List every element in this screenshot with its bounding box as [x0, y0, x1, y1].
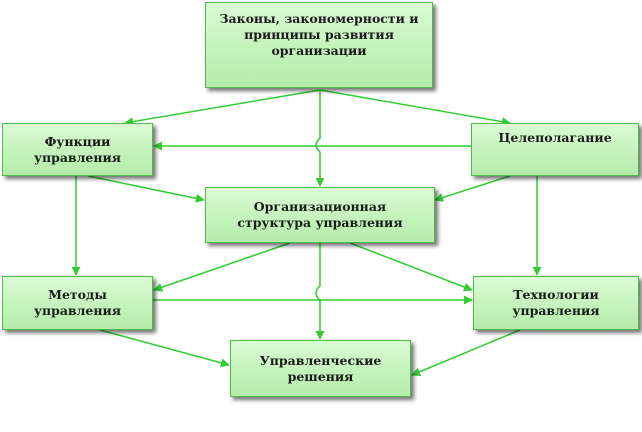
arrow-laws-to-goal-setting	[319, 89, 511, 127]
node-org-structure: Организационная структура управления	[205, 187, 435, 243]
node-technologies-label: Технологии управления	[512, 287, 600, 318]
arrow-org-to-methods	[153, 242, 291, 292]
arrow-org-to-decisions	[315, 243, 325, 340]
node-methods-label: Методы управления	[33, 287, 122, 318]
arrow-technologies-to-decisions	[411, 329, 521, 377]
node-org-structure-label: Организационная структура управления	[237, 199, 403, 230]
node-decisions-label: Управленческие решения	[259, 352, 382, 384]
arrow-org-to-technologies	[349, 242, 473, 292]
node-decisions: Управленческие решения	[230, 340, 411, 397]
arrow-laws-to-functions	[124, 89, 321, 127]
node-laws-label: Законы, закономерности и принципы развит…	[219, 11, 419, 58]
arrow-goal-to-org-structure	[434, 175, 511, 202]
node-goal-setting: Целеполагание	[471, 123, 639, 176]
arrow-functions-to-org-structure	[87, 175, 205, 203]
node-technologies: Технологии управления	[473, 276, 639, 330]
arrow-laws-to-org-structure	[315, 90, 325, 187]
node-laws: Законы, закономерности и принципы развит…	[205, 2, 433, 88]
node-goal-setting-label: Целеполагание	[498, 130, 612, 145]
arrow-methods-to-decisions	[99, 329, 230, 368]
node-functions: Функции управления	[2, 123, 153, 176]
node-functions-label: Функции управления	[33, 133, 122, 165]
node-methods: Методы управления	[2, 276, 153, 330]
